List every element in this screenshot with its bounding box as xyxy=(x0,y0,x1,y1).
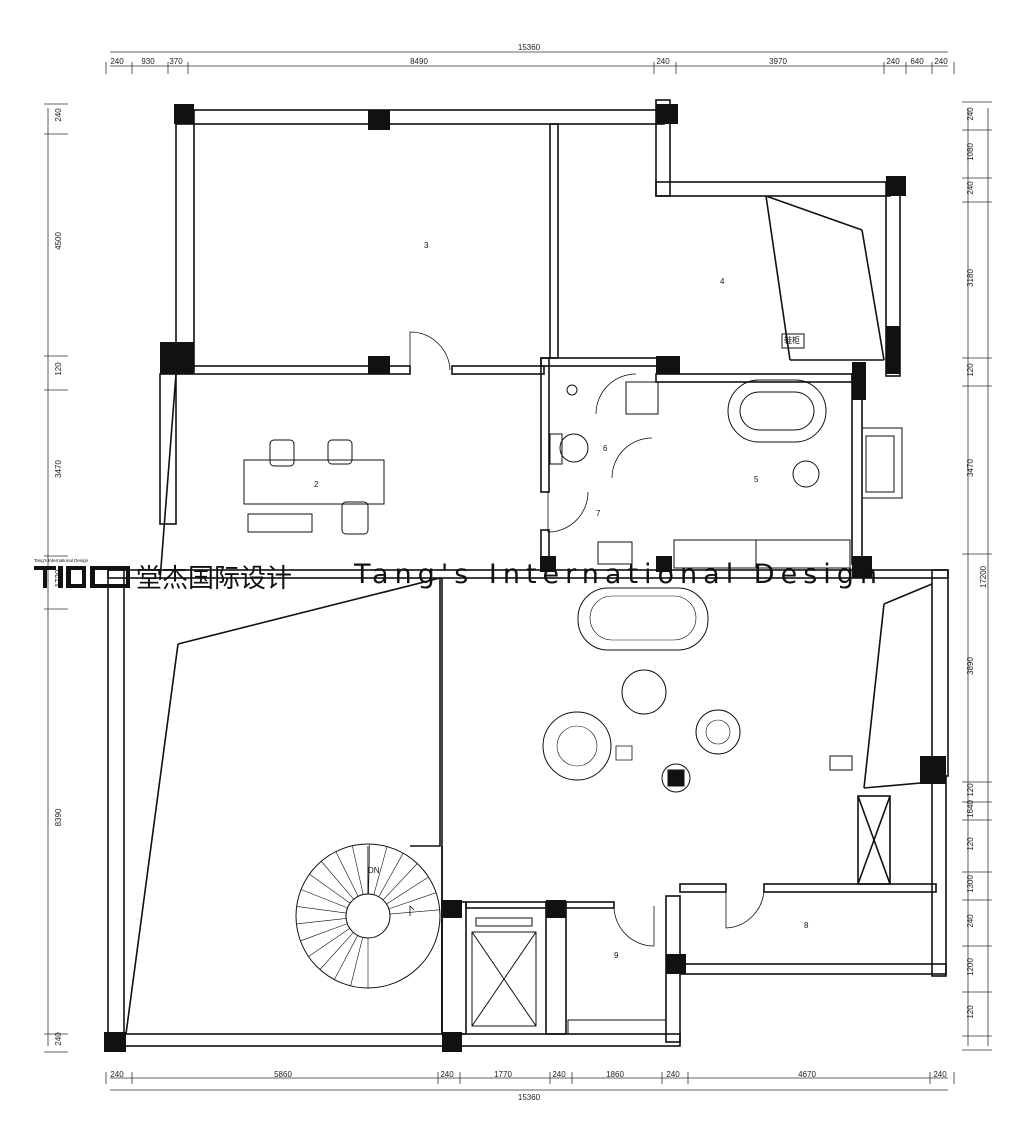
dim-bottom-seg-3: 1770 xyxy=(494,1070,512,1079)
dim-top-seg-4: 240 xyxy=(656,57,670,66)
dim-right-seg-7: 120 xyxy=(966,783,975,797)
room-label-4: 4 xyxy=(720,277,725,286)
columns xyxy=(104,104,946,1052)
dim-top-seg-5: 3970 xyxy=(769,57,787,66)
dim-right-seg-6: 3890 xyxy=(966,657,975,675)
dim-top-total: 15360 xyxy=(518,43,541,52)
dimension-lines xyxy=(44,51,992,1091)
dim-right-seg-13: 120 xyxy=(966,1005,975,1019)
room-label-2: 2 xyxy=(314,480,319,489)
room-label-8: 8 xyxy=(804,921,809,930)
dim-right-seg-11: 240 xyxy=(966,914,975,928)
dim-left-seg-0: 240 xyxy=(54,108,63,122)
watermark-english-name: Tang's International Design xyxy=(353,559,883,590)
dim-left-seg-3: 3470 xyxy=(54,460,63,478)
room-labels: 2 3 4 5 6 7 8 9 DN 鞋柜 xyxy=(314,241,809,960)
dim-right-seg-0: 240 xyxy=(966,107,975,121)
dim-left-seg-5: 8390 xyxy=(54,808,63,826)
dim-right-seg-3: 3180 xyxy=(966,269,975,287)
doors xyxy=(409,331,765,947)
dim-top-seg-2: 370 xyxy=(169,57,183,66)
dim-top-seg-3: 8490 xyxy=(410,57,428,66)
room-label-6: 6 xyxy=(603,444,608,453)
dim-right-seg-1: 1080 xyxy=(966,143,975,161)
dim-bottom-seg-0: 240 xyxy=(110,1070,124,1079)
dim-right-total: 17200 xyxy=(979,565,988,588)
dim-right-seg-10: 1300 xyxy=(966,875,975,893)
dim-right-seg-2: 240 xyxy=(966,181,975,195)
watermark-logo xyxy=(34,566,130,588)
dim-bottom-seg-2: 240 xyxy=(440,1070,454,1079)
dim-bottom-seg-4: 240 xyxy=(552,1070,566,1079)
dim-right-seg-4: 120 xyxy=(966,363,975,377)
dim-bottom-seg-5: 1860 xyxy=(606,1070,624,1079)
room-label-5: 5 xyxy=(754,475,759,484)
room-label-9: 9 xyxy=(614,951,619,960)
fixtures xyxy=(243,333,903,1035)
dim-top-seg-8: 240 xyxy=(934,57,948,66)
room-label-7: 7 xyxy=(596,509,601,518)
dim-top-seg-6: 240 xyxy=(886,57,900,66)
watermark-chinese-name: 堂杰国际设计 xyxy=(136,564,292,594)
dim-top-seg-7: 640 xyxy=(910,57,924,66)
dim-left-seg-2: 120 xyxy=(54,362,63,376)
storage-tag: 鞋柜 xyxy=(784,335,800,345)
dim-bottom-seg-6: 240 xyxy=(666,1070,680,1079)
dim-top-seg-0: 240 xyxy=(110,57,124,66)
dim-left-seg-1: 4500 xyxy=(54,232,63,250)
dim-right-seg-12: 1200 xyxy=(966,958,975,976)
stair-direction-label: DN xyxy=(368,866,380,875)
dim-right-seg-8: 1640 xyxy=(966,800,975,818)
dim-bottom-seg-7: 4670 xyxy=(798,1070,816,1079)
dim-bottom-seg-8: 240 xyxy=(933,1070,947,1079)
room-label-3: 3 xyxy=(424,241,429,250)
dim-top-seg-1: 930 xyxy=(141,57,155,66)
dim-bottom-total: 15360 xyxy=(518,1093,541,1102)
watermark-small-caption: Tang's International Design xyxy=(34,558,89,563)
watermark: Tang's International Design 堂杰国际设计 Tang'… xyxy=(34,558,883,594)
dim-right-seg-5: 3470 xyxy=(966,459,975,477)
dim-bottom-seg-1: 5860 xyxy=(274,1070,292,1079)
dim-left-seg-6: 240 xyxy=(54,1032,63,1046)
dim-right-seg-9: 120 xyxy=(966,837,975,851)
